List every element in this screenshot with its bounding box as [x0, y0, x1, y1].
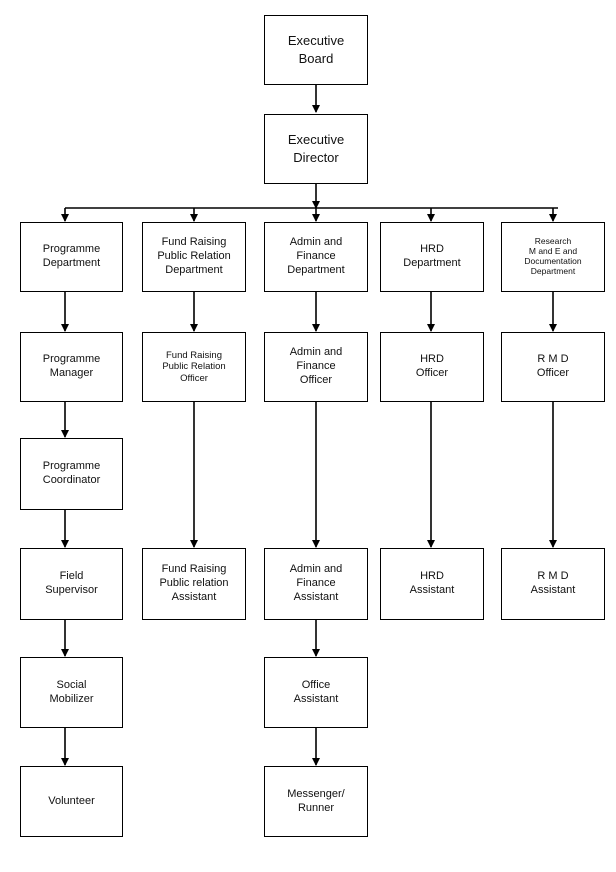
- programme-department-box: Programme Department: [20, 222, 123, 292]
- programme-manager-label: Programme Manager: [42, 353, 101, 379]
- social-mobilizer-label: Social Mobilizer: [49, 678, 94, 705]
- rmd-assistant-box: R M D Assistant: [501, 548, 605, 620]
- messenger-runner-box: Messenger/ Runner: [264, 766, 368, 837]
- fund-raising-officer-box: Fund Raising Public Relation Officer: [142, 332, 246, 402]
- office-assistant-label: Office Assistant: [293, 678, 339, 705]
- executive-board-label: Executive Board: [287, 33, 345, 66]
- social-mobilizer-box: Social Mobilizer: [20, 657, 123, 728]
- admin-finance-department-box: Admin and Finance Department: [264, 222, 368, 292]
- hrd-officer-label: HRD Officer: [415, 353, 449, 379]
- research-department-box: Research M and E and Documentation Depar…: [501, 222, 605, 292]
- volunteer-box: Volunteer: [20, 766, 123, 837]
- rmd-officer-label: R M D Officer: [536, 353, 570, 379]
- fund-raising-department-label: Fund Raising Public Relation Department: [157, 236, 231, 276]
- hrd-assistant-box: HRD Assistant: [380, 548, 484, 620]
- messenger-runner-label: Messenger/ Runner: [287, 787, 345, 814]
- admin-finance-officer-label: Admin and Finance Officer: [289, 346, 343, 386]
- programme-coordinator-box: Programme Coordinator: [20, 438, 123, 510]
- executive-director-label: Executive Director: [287, 132, 345, 165]
- admin-finance-officer-box: Admin and Finance Officer: [264, 332, 368, 402]
- programme-manager-box: Programme Manager: [20, 332, 123, 402]
- hrd-department-label: HRD Department: [403, 243, 461, 269]
- admin-finance-assistant-label: Admin and Finance Assistant: [289, 563, 343, 603]
- research-department-label: Research M and E and Documentation Depar…: [524, 236, 582, 276]
- volunteer-label: Volunteer: [48, 794, 95, 807]
- fund-raising-assistant-box: Fund Raising Public relation Assistant: [142, 548, 246, 620]
- fund-raising-assistant-label: Fund Raising Public relation Assistant: [159, 563, 229, 603]
- hrd-officer-box: HRD Officer: [380, 332, 484, 402]
- admin-finance-department-label: Admin and Finance Department: [287, 236, 345, 276]
- programme-department-label: Programme Department: [42, 243, 101, 269]
- programme-coordinator-label: Programme Coordinator: [42, 460, 101, 486]
- fund-raising-officer-label: Fund Raising Public Relation Officer: [162, 349, 226, 384]
- hrd-assistant-label: HRD Assistant: [409, 570, 455, 596]
- rmd-assistant-label: R M D Assistant: [530, 570, 576, 596]
- field-supervisor-box: Field Supervisor: [20, 548, 123, 620]
- executive-board-box: Executive Board: [264, 15, 368, 85]
- rmd-officer-box: R M D Officer: [501, 332, 605, 402]
- field-supervisor-label: Field Supervisor: [45, 570, 98, 596]
- hrd-department-box: HRD Department: [380, 222, 484, 292]
- executive-director-box: Executive Director: [264, 114, 368, 184]
- office-assistant-box: Office Assistant: [264, 657, 368, 728]
- fund-raising-department-box: Fund Raising Public Relation Department: [142, 222, 246, 292]
- admin-finance-assistant-box: Admin and Finance Assistant: [264, 548, 368, 620]
